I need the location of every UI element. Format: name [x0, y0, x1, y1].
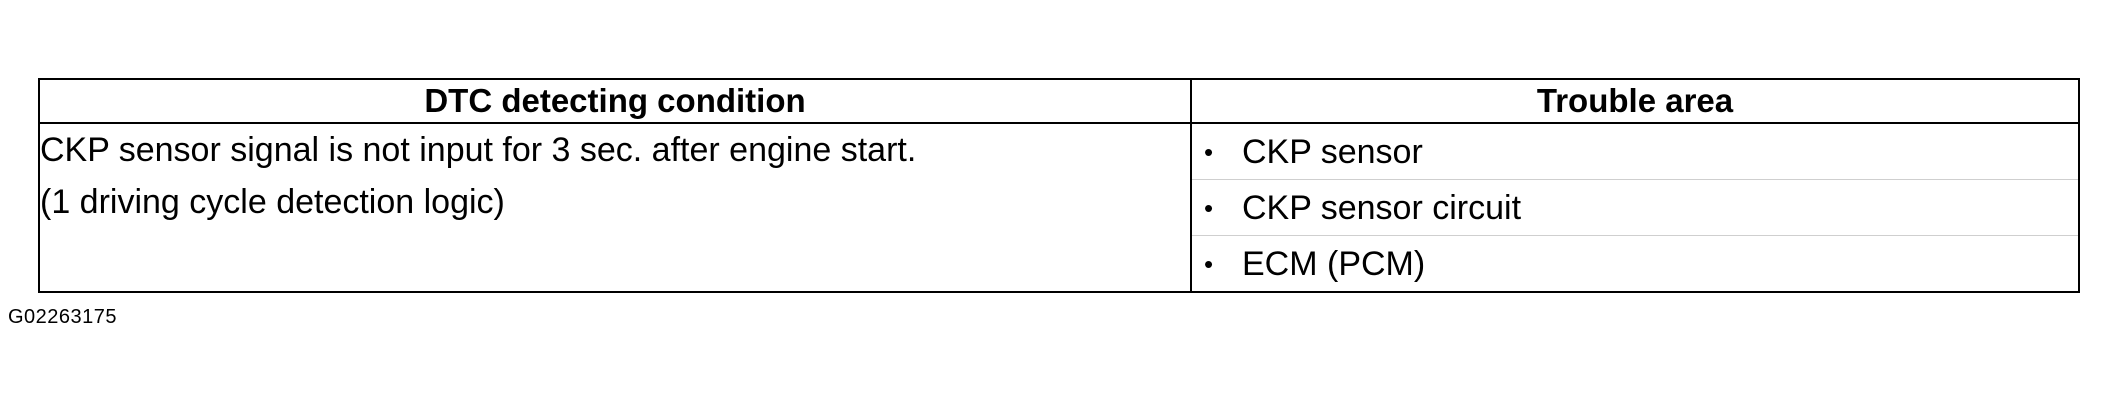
trouble-area-list: • CKP sensor • CKP sensor circuit • ECM …	[1192, 124, 2078, 291]
trouble-area-label: CKP sensor	[1242, 132, 1423, 171]
condition-cell: CKP sensor signal is not input for 3 sec…	[38, 122, 1192, 293]
trouble-area-label: CKP sensor circuit	[1242, 188, 1522, 227]
list-item: • ECM (PCM)	[1192, 236, 2078, 291]
condition-line: (1 driving cycle detection logic)	[40, 183, 505, 221]
list-item: • CKP sensor	[1192, 124, 2078, 180]
header-trouble-area: Trouble area	[1190, 78, 2080, 124]
bullet-icon: •	[1204, 248, 1214, 279]
table-row: CKP sensor signal is not input for 3 sec…	[38, 122, 2080, 293]
condition-line: CKP sensor signal is not input for 3 sec…	[40, 131, 917, 169]
figure-id-label: G02263175	[8, 306, 118, 328]
bullet-icon: •	[1204, 192, 1214, 223]
table-header-row: DTC detecting condition Trouble area	[38, 78, 2080, 124]
header-dtc-detecting-condition: DTC detecting condition	[38, 78, 1192, 124]
dtc-table: DTC detecting condition Trouble area CKP…	[38, 78, 2080, 293]
bullet-icon: •	[1204, 136, 1214, 167]
trouble-area-cell: • CKP sensor • CKP sensor circuit • ECM …	[1190, 122, 2080, 293]
trouble-area-label: ECM (PCM)	[1242, 244, 1426, 283]
list-item: • CKP sensor circuit	[1192, 180, 2078, 236]
